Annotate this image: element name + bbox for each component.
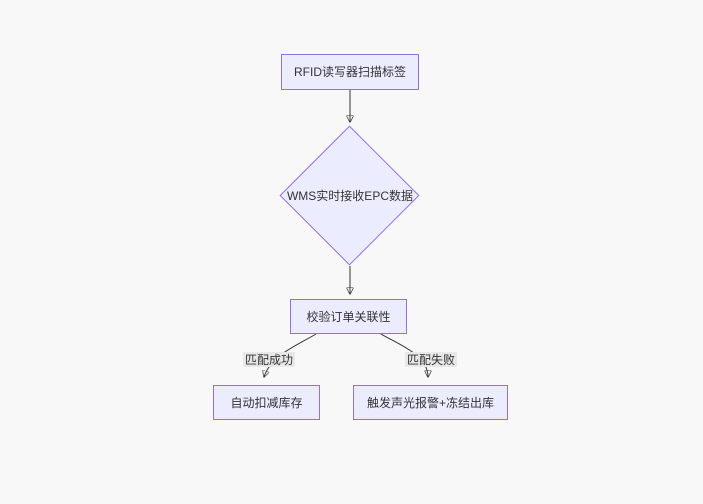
node-rfid-scan: RFID读写器扫描标签 (281, 54, 419, 90)
edge-label-match-fail: 匹配失败 (405, 352, 458, 367)
edge-label-match-success: 匹配成功 (243, 352, 296, 367)
node-alarm-freeze-outbound: 触发声光报警+冻结出库 (353, 385, 508, 420)
edge-verify-to-deduct (264, 333, 317, 377)
edge-verify-to-alarm (380, 333, 428, 377)
node-deduct-inventory: 自动扣减库存 (213, 385, 320, 420)
node-verify-order: 校验订单关联性 (290, 299, 407, 334)
decision-wms-epc: WMS实时接收EPC数据 (286, 189, 413, 203)
